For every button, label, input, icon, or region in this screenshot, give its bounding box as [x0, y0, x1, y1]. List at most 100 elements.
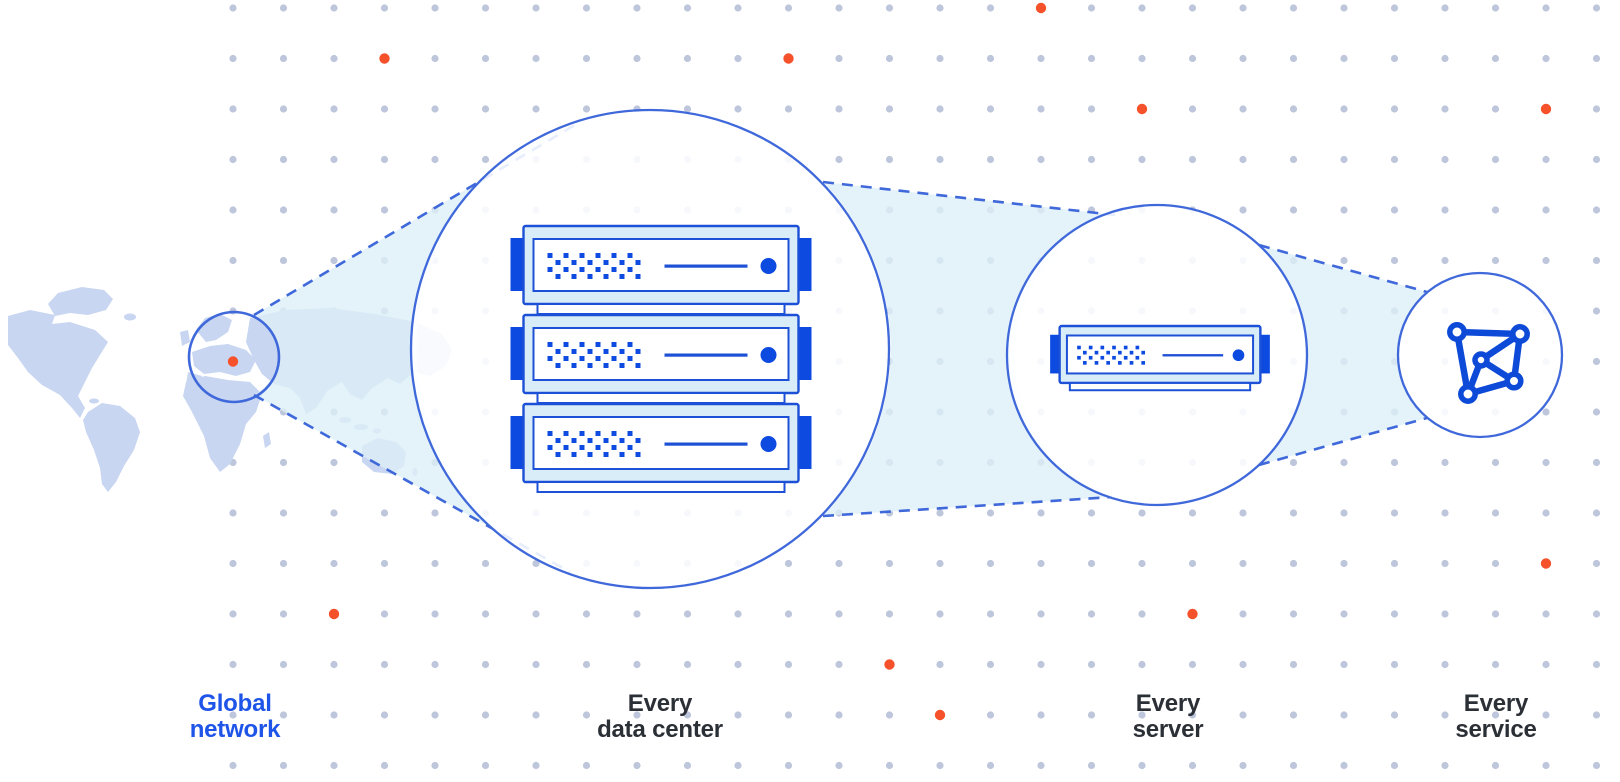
grid-dot — [279, 761, 288, 770]
server-matrix-dot — [1088, 345, 1093, 350]
server-matrix-dot — [603, 438, 609, 443]
server-matrix-dot — [1082, 361, 1087, 365]
server-matrix-dot — [571, 349, 577, 354]
grid-dot — [1542, 206, 1550, 214]
server-matrix-dot — [587, 349, 593, 354]
grid-dot — [835, 4, 843, 12]
grid-dot — [1087, 761, 1096, 770]
grid-dot — [279, 660, 288, 669]
grid-dot — [1592, 155, 1601, 164]
grid-dot — [1239, 4, 1247, 12]
server-slot-line — [1162, 354, 1224, 357]
grid-dot — [481, 105, 490, 113]
grid-dot — [532, 54, 540, 63]
label-line: Global — [198, 690, 272, 717]
dash-bottom-1 — [253, 393, 571, 574]
grid-dot — [229, 559, 237, 568]
server-matrix-dot — [555, 260, 561, 265]
grid-dot — [1592, 206, 1601, 214]
grid-dot — [986, 610, 995, 618]
grid-dot — [582, 105, 591, 113]
grid-dot — [1542, 408, 1550, 416]
server-matrix-dot — [603, 363, 609, 368]
grid-dot — [633, 54, 641, 63]
orange-dot — [1035, 2, 1047, 14]
grid-dot — [1592, 307, 1601, 315]
grid-dot — [1390, 458, 1399, 467]
grid-dot — [1491, 711, 1500, 719]
map-iceland — [124, 313, 136, 321]
grid-dot — [633, 660, 641, 669]
grid-dot — [380, 509, 389, 517]
server-matrix-dot — [555, 363, 561, 368]
grid-dot — [1441, 155, 1449, 164]
server-matrix-dot — [627, 342, 633, 347]
map-greenland — [48, 287, 113, 316]
server-matrix-dot — [579, 267, 585, 272]
grid-dot — [330, 711, 338, 719]
grid-dot — [330, 256, 338, 265]
grid-dot — [1138, 711, 1146, 719]
grid-dot — [1138, 509, 1146, 517]
grid-dot — [1289, 155, 1298, 164]
grid-dot — [784, 761, 793, 770]
grid-dot — [229, 54, 237, 63]
label-line: data center — [597, 715, 723, 743]
grid-dot — [1491, 4, 1500, 12]
grid-dot — [532, 711, 540, 719]
grid-dot — [1188, 660, 1197, 669]
grid-dot — [330, 660, 338, 669]
server-slot-line — [664, 442, 748, 446]
server-matrix-dot — [635, 363, 641, 368]
label-line: network — [189, 715, 281, 743]
grid-dot — [1087, 4, 1096, 12]
grid-dot — [835, 660, 843, 669]
grid-dot — [481, 660, 490, 669]
grid-dot — [1037, 155, 1045, 164]
grid-dot — [1239, 559, 1247, 568]
grid-dot — [734, 610, 742, 618]
server-tray — [1068, 381, 1252, 392]
cone-map-to-datacenter — [254, 122, 580, 572]
server-side-tab — [798, 327, 812, 380]
map-africa — [183, 376, 262, 472]
grid-dot — [1037, 711, 1045, 719]
grid-dot — [885, 761, 894, 770]
grid-dot — [1289, 206, 1298, 214]
server-side-tab — [798, 416, 812, 469]
server-matrix-dot — [1077, 345, 1081, 350]
grid-dot — [279, 206, 288, 214]
grid-dot — [1592, 256, 1601, 265]
orange-dot — [884, 659, 895, 670]
orange-dot — [1540, 558, 1552, 569]
grid-dot — [784, 105, 793, 113]
map-madagascar — [263, 432, 271, 448]
grid-dot — [1138, 660, 1146, 669]
grid-dot — [1390, 711, 1399, 719]
grid-dot — [1087, 559, 1096, 568]
orange-dot — [1540, 103, 1552, 115]
dash-top-2 — [822, 180, 1116, 217]
grid-dot — [1239, 610, 1247, 618]
grid-dot — [1592, 458, 1601, 467]
server-matrix-dot — [627, 356, 633, 361]
grid-dot — [1390, 105, 1399, 113]
grid-dot — [936, 559, 944, 568]
grid-dot — [1491, 256, 1500, 265]
grid-dot — [582, 761, 591, 770]
grid-dot — [936, 105, 944, 113]
grid-dot — [279, 4, 288, 12]
grid-dot — [229, 256, 237, 265]
grid-dot — [1542, 761, 1550, 770]
grid-dot — [380, 761, 389, 770]
grid-dot — [1491, 155, 1500, 164]
server-matrix-dot — [627, 267, 633, 272]
grid-dot — [683, 761, 692, 770]
grid-dot — [1340, 4, 1348, 12]
grid-dot — [582, 711, 591, 719]
dash-top-3 — [1258, 243, 1428, 294]
server-matrix-dot — [1118, 361, 1122, 365]
map-cuba — [89, 398, 99, 404]
server-matrix-dot — [595, 356, 601, 361]
grid-dot — [1491, 458, 1500, 467]
